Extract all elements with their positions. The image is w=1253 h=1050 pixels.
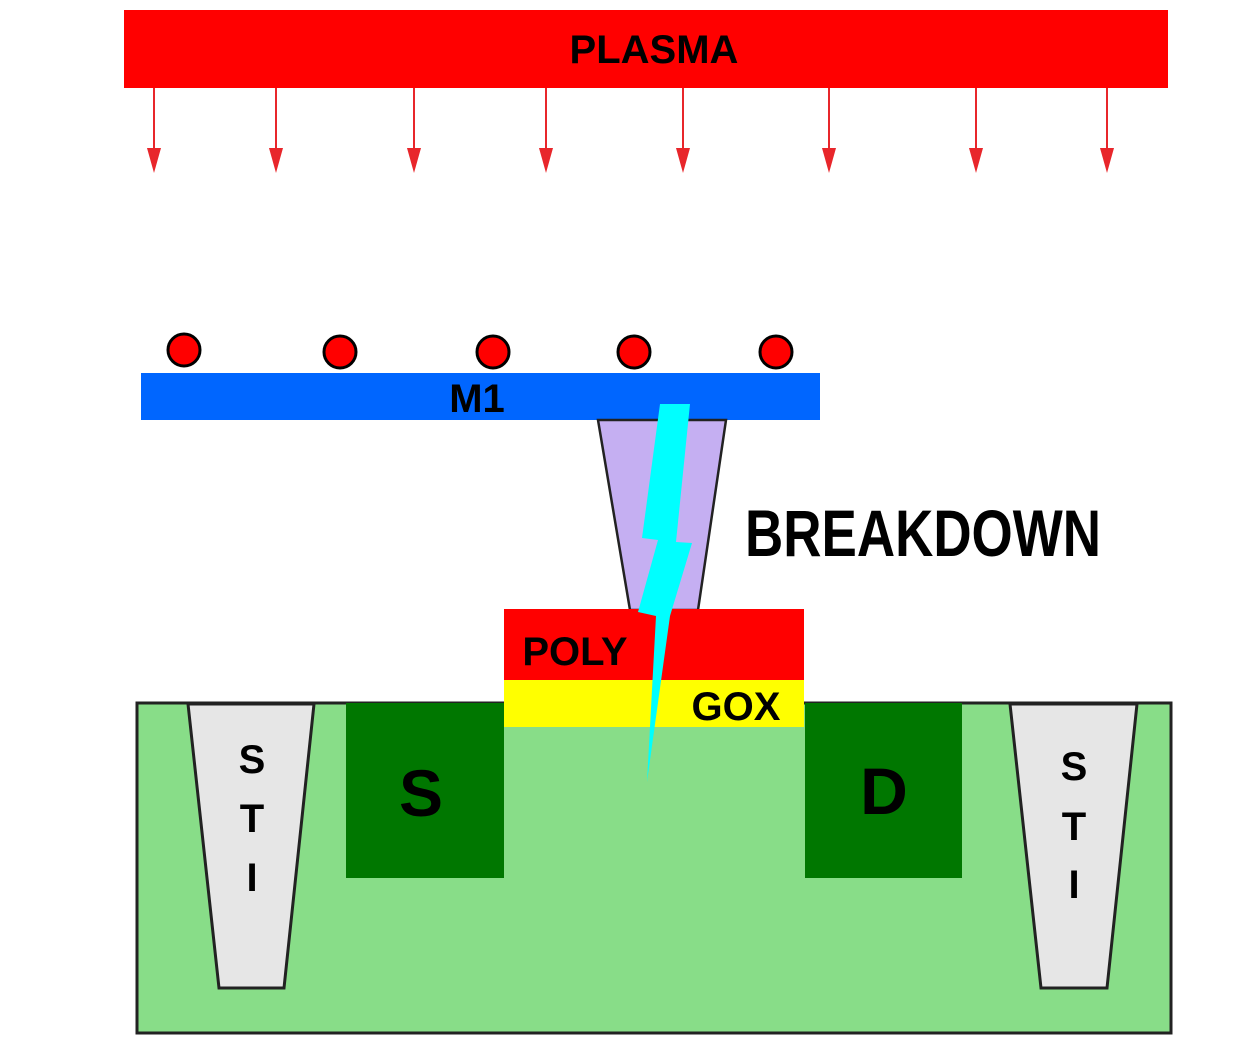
arrow-3	[407, 88, 421, 173]
lightning-bolt-icon	[638, 404, 692, 782]
drain-label: D	[860, 754, 908, 828]
charges	[166, 332, 794, 370]
sti-right-letter-2: T	[1062, 805, 1086, 849]
arrow-8	[1100, 88, 1114, 173]
source-label: S	[399, 756, 443, 830]
sti-left-letter-2: T	[240, 797, 264, 841]
sti-right	[1008, 702, 1139, 990]
sti-left-letter-1: S	[239, 738, 266, 782]
arrow-7	[969, 88, 983, 173]
plasma-label: PLASMA	[570, 28, 739, 72]
sti-right-letter-3: I	[1068, 863, 1079, 907]
charge-5	[758, 334, 794, 370]
gox-label: GOX	[692, 685, 781, 729]
source-region	[346, 703, 504, 878]
charge-2	[322, 334, 358, 370]
charge-3	[475, 334, 511, 370]
m1-metal	[141, 373, 820, 420]
arrow-6	[822, 88, 836, 173]
charge-4	[616, 334, 652, 370]
arrow-2	[269, 88, 283, 173]
poly-label: POLY	[522, 630, 628, 674]
sti-right-letter-1: S	[1061, 745, 1088, 789]
sti-left-letter-3: I	[246, 856, 257, 900]
drain-region	[805, 703, 962, 878]
charge-1	[166, 332, 202, 368]
arrow-4	[539, 88, 553, 173]
plasma-bar	[124, 10, 1168, 88]
sti-left	[186, 702, 316, 990]
arrow-5	[676, 88, 690, 173]
plasma-arrows	[147, 88, 1114, 173]
breakdown-label: BREAKDOWN	[745, 496, 1101, 570]
m1-label: M1	[449, 377, 505, 421]
arrow-1	[147, 88, 161, 173]
